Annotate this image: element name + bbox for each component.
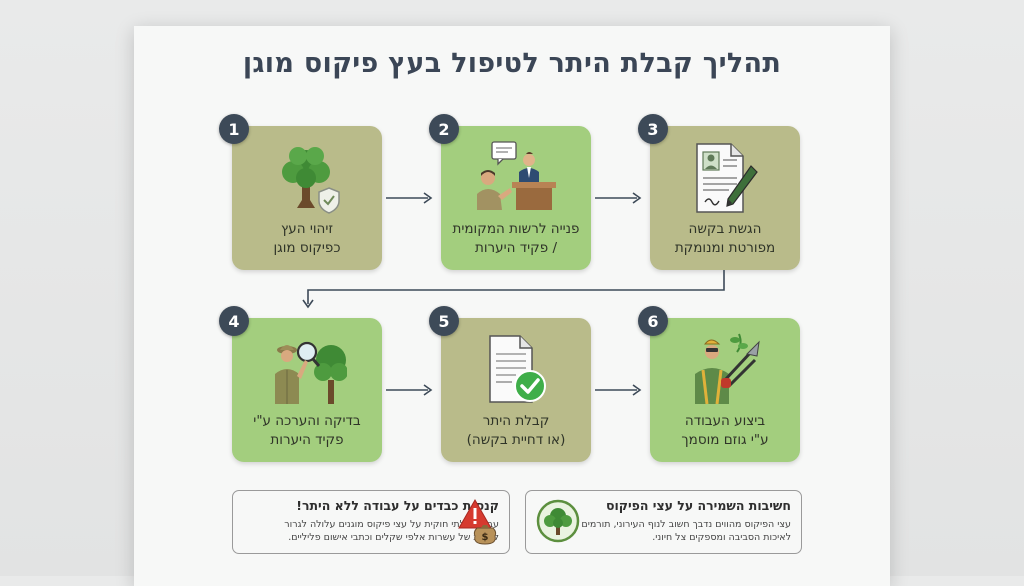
step-number-2: 2 [429,114,459,144]
step-card-1: זיהוי העץ כפיקוס מוגן [232,126,382,270]
flow-arrow-2-3 [595,192,642,204]
step-number-1: 1 [219,114,249,144]
step-number-6: 6 [638,306,668,336]
step-card-3: הגשת בקשה מפורטת ומנומקת [650,126,800,270]
importance-notice-body: עצי הפיקוס מהווים נדבך חשוב לנוף העירוני… [581,519,791,543]
step-number-4: 4 [219,306,249,336]
step-number-5: 5 [429,306,459,336]
page-title: תהליך קבלת היתר לטיפול בעץ פיקוס מוגן [242,48,782,79]
step-label-3: הגשת בקשה מפורטת ומנומקת [674,221,776,256]
forester-inspection-icon [275,341,347,404]
importance-notice-title: חשיבות השמירה על עצי הפיקוס [605,498,791,513]
step-card-6: ביצוע העבודה ע"י גוזם מוסמך [650,318,800,462]
tree-emblem-icon [536,499,580,543]
flow-arrow-4-5 [386,384,433,396]
step-number-3: 3 [638,114,668,144]
step-label-4: בדיקה והערכה ע"י פקיד היערות [253,413,361,448]
svg-text:$: $ [482,532,489,543]
step-card-5: קבלת היתר (או דחיית בקשה) [441,318,591,462]
flow-connector-3-4 [302,270,725,309]
official-meeting-icon [477,141,556,210]
step-label-1: זיהוי העץ כפיקוס מוגן [273,221,341,256]
tree-shield-icon [282,147,340,214]
step-label-2: פנייה לרשות המקומית / פקיד היערות [452,221,580,256]
fines-notice-body: עבודה בלתי חוקית על עצי פיקוס מוגנים עלו… [284,519,499,543]
step-card-4: בדיקה והערכה ע"י פקיד היערות [232,318,382,462]
fines-notice-title: קנסות כבדים על עבודה ללא היתר! [296,498,499,513]
flow-arrow-1-2 [386,192,433,204]
step-label-6: ביצוע העבודה ע"י גוזם מוסמך [681,413,769,448]
step-card-2: פנייה לרשות המקומית / פקיד היערות [441,126,591,270]
document-pen-icon [696,143,758,213]
approved-document-icon [489,335,546,403]
step-label-5: קבלת היתר (או דחיית בקשה) [466,413,566,448]
flow-arrow-5-6 [595,384,642,396]
arborist-pruning-icon [695,333,760,405]
warning-money-icon: $ [458,498,497,545]
